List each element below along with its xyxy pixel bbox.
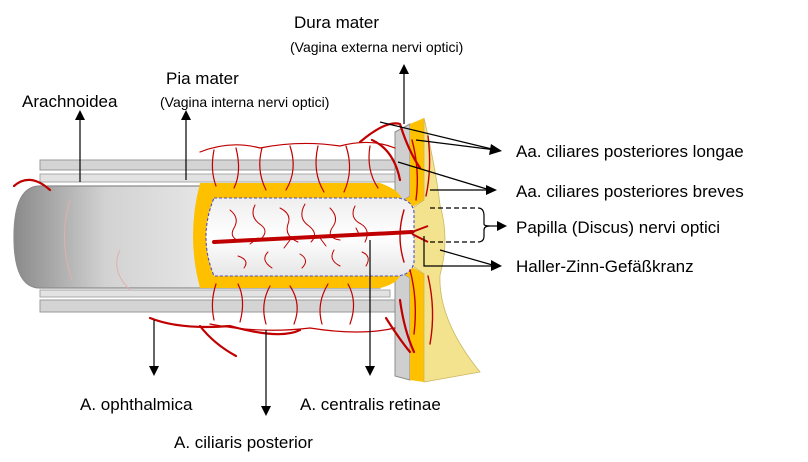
label-haller-zinn: Haller-Zinn-Gefäßkranz <box>516 257 694 276</box>
label-aa-ciliares-breves: Aa. ciliares posteriores breves <box>516 182 744 201</box>
label-dura-mater: Dura mater <box>294 13 379 32</box>
label-papilla: Papilla (Discus) nervi optici <box>516 218 720 237</box>
label-pia-mater: Pia mater <box>166 69 239 88</box>
label-a-ciliaris-posterior: A. ciliaris posterior <box>174 433 313 452</box>
label-a-ophthalmica: A. ophthalmica <box>80 395 193 414</box>
label-aa-ciliares-longae: Aa. ciliares posteriores longae <box>516 142 744 161</box>
label-arachnoidea: Arachnoidea <box>22 92 118 111</box>
label-dura-mater-sub: (Vagina externa nervi optici) <box>290 39 463 55</box>
label-pia-mater-sub: (Vagina interna nervi optici) <box>160 94 329 110</box>
label-a-centralis-retinae: A. centralis retinae <box>300 395 441 414</box>
